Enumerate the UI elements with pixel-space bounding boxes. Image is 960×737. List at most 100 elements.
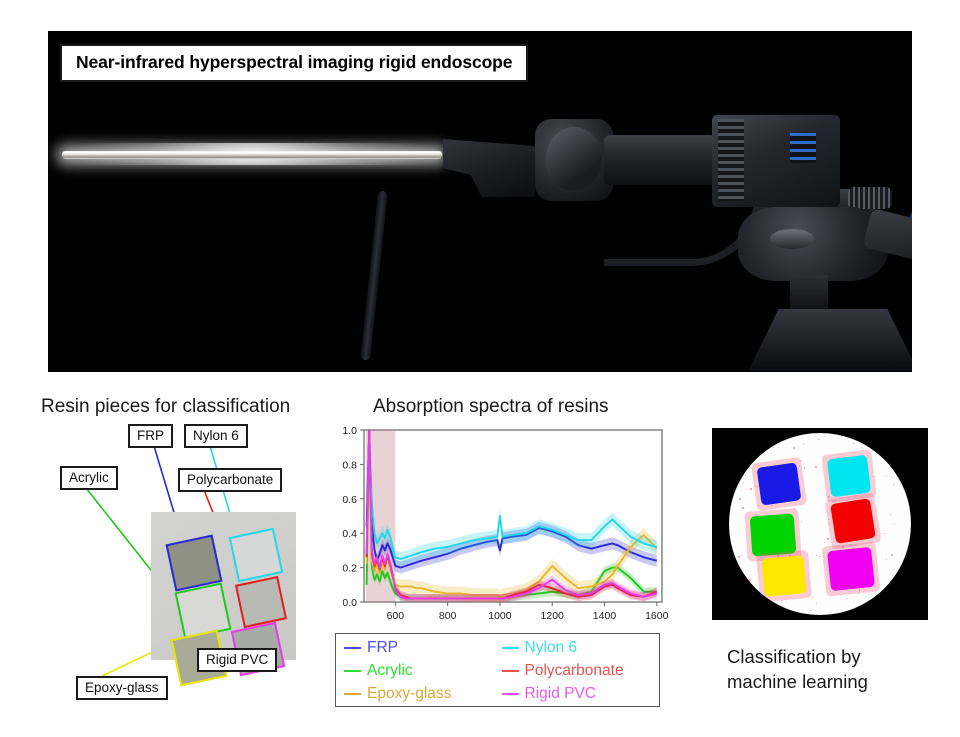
classification-noise-pixel	[899, 573, 901, 575]
legend-item-epoxy-glass: Epoxy-glass	[344, 683, 502, 706]
resin-chip-acrylic	[174, 582, 232, 640]
light-guide-cable	[360, 190, 388, 361]
legend-item-nylon-6: Nylon 6	[501, 637, 660, 660]
resin-section-heading: Resin pieces for classification	[41, 396, 291, 417]
classification-noise-pixel	[744, 434, 746, 436]
classification-noise-pixel	[827, 518, 829, 520]
classification-noise-pixel	[897, 467, 899, 469]
legend-item-acrylic: Acrylic	[344, 660, 502, 683]
endoscope-title-label: Near-infrared hyperspectral imaging rigi…	[60, 44, 529, 82]
legend-label: Rigid PVC	[524, 685, 597, 702]
classification-noise-pixel	[804, 467, 806, 469]
legend-line-swatch	[501, 647, 519, 649]
classification-noise-pixel	[803, 443, 805, 445]
resin-chip-nylon-6	[228, 527, 284, 583]
x-tick-label: 600	[387, 610, 405, 622]
classification-noise-pixel	[847, 597, 849, 599]
classification-noise-pixel	[729, 456, 732, 459]
classification-noise-pixel	[906, 472, 908, 474]
camera-heatsink-fins	[718, 119, 744, 201]
classification-noise-pixel	[817, 438, 819, 440]
classification-noise-pixel	[812, 597, 814, 599]
classification-noise-pixel	[799, 466, 801, 468]
classification-noise-pixel	[733, 568, 736, 571]
classification-noise-pixel	[801, 521, 803, 523]
classification-blob-frp	[756, 462, 802, 506]
endoscope-photo-panel	[48, 31, 912, 372]
classification-noise-pixel	[891, 594, 893, 596]
lens-barrel	[604, 135, 716, 185]
classification-blob-rigid-pvc	[827, 546, 875, 592]
tripod-head	[738, 207, 888, 281]
classification-noise-pixel	[890, 554, 893, 557]
classification-field-of-view	[729, 433, 911, 615]
legend-item-frp: FRP	[344, 637, 502, 660]
classification-noise-pixel	[748, 578, 751, 581]
classification-noise-pixel	[890, 514, 892, 516]
spectra-band-nylon-6	[366, 430, 657, 566]
classification-noise-pixel	[781, 599, 783, 601]
x-tick-label: 1200	[541, 610, 565, 622]
spectra-line-epoxy-glass	[365, 429, 658, 598]
spectra-section-heading: Absorption spectra of resins	[373, 396, 609, 417]
classification-noise-pixel	[756, 485, 758, 487]
resin-label-frp: FRP	[128, 424, 173, 448]
classification-blob-polycarbonate	[830, 498, 876, 544]
resin-label-acrylic: Acrylic	[60, 466, 118, 490]
y-tick-label: 0.4	[342, 528, 357, 540]
classification-noise-pixel	[823, 542, 825, 544]
classification-noise-pixel	[887, 590, 890, 593]
classification-noise-pixel	[884, 596, 886, 598]
classification-noise-pixel	[842, 545, 845, 548]
classification-noise-pixel	[840, 435, 842, 437]
legend-label: Nylon 6	[524, 639, 578, 656]
classification-blob-nylon-6	[826, 454, 872, 498]
classification-noise-pixel	[773, 446, 775, 448]
classification-noise-pixel	[749, 487, 752, 490]
camera-blue-indicator	[790, 133, 816, 163]
classification-noise-pixel	[742, 506, 745, 509]
classification-noise-pixel	[892, 456, 894, 458]
classification-noise-pixel	[858, 590, 860, 592]
classification-noise-pixel	[758, 505, 760, 507]
classification-noise-pixel	[850, 546, 852, 548]
classification-noise-pixel	[810, 609, 812, 611]
resin-label-epoxy-glass: Epoxy-glass	[76, 676, 168, 700]
classification-noise-pixel	[745, 474, 747, 476]
x-tick-label: 1600	[645, 610, 668, 622]
classification-noise-pixel	[729, 434, 731, 436]
classification-caption-line-0: Classification by	[727, 646, 861, 667]
resin-chip-polycarbonate	[234, 575, 288, 629]
classification-noise-pixel	[746, 441, 748, 443]
classification-noise-pixel	[777, 555, 780, 558]
legend-label: Polycarbonate	[524, 662, 624, 679]
legend-line-swatch	[501, 670, 519, 672]
classification-noise-pixel	[770, 505, 772, 507]
classification-noise-pixel	[893, 523, 895, 525]
classification-noise-pixel	[814, 466, 817, 469]
legend-label: FRP	[367, 639, 398, 656]
classification-noise-pixel	[753, 447, 755, 449]
classification-noise-pixel	[738, 498, 741, 501]
legend-line-swatch	[344, 647, 361, 649]
x-tick-label: 1400	[593, 610, 617, 622]
y-tick-label: 0.0	[342, 597, 357, 609]
light-guide-post	[443, 139, 535, 197]
classification-noise-pixel	[826, 537, 829, 540]
classification-noise-pixel	[801, 460, 803, 462]
classification-noise-pixel	[892, 484, 894, 486]
classification-noise-pixel	[879, 608, 882, 611]
tripod-base	[748, 309, 912, 371]
classification-noise-pixel	[904, 609, 906, 611]
y-tick-label: 0.2	[342, 563, 357, 575]
endoscope-shaft	[62, 151, 442, 159]
legend-item-rigid-pvc: Rigid PVC	[501, 683, 660, 706]
legend-label: Epoxy-glass	[367, 685, 452, 702]
classification-blob-epoxy-glass	[761, 555, 807, 597]
y-tick-label: 0.6	[342, 494, 357, 506]
classification-noise-pixel	[754, 514, 756, 516]
